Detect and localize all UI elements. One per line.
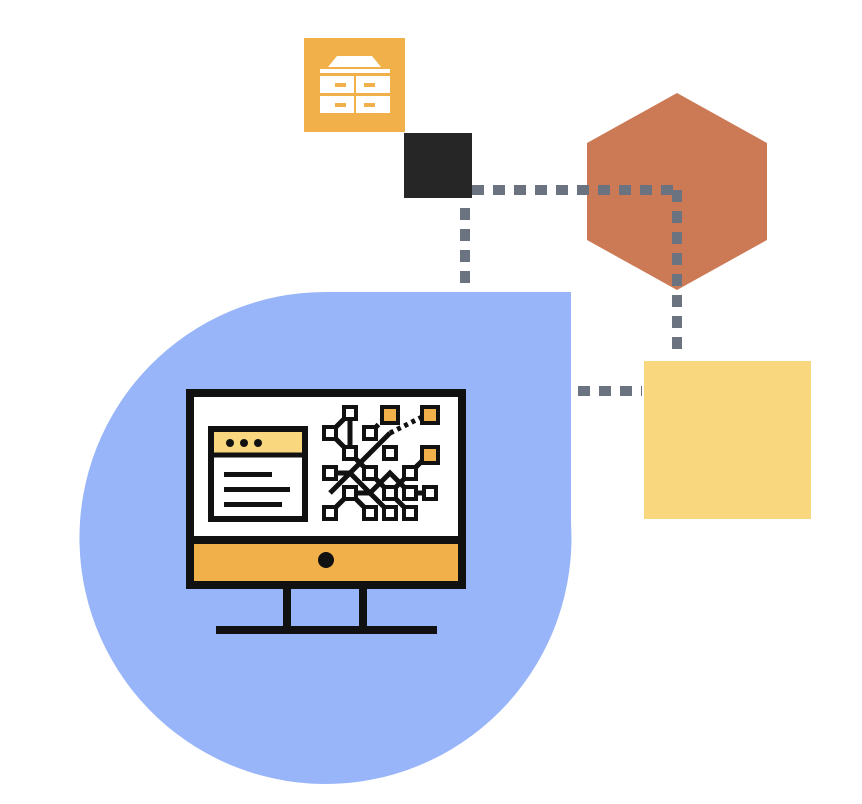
monitor-network-icon	[186, 389, 466, 634]
network-nodes-highlight	[380, 405, 440, 465]
cabinet-drawer-handles	[335, 76, 375, 113]
window-dot-3	[254, 439, 262, 447]
text-line-3	[224, 502, 282, 507]
cabinet-node	[304, 38, 405, 132]
window-dot-1	[226, 439, 234, 447]
monitor-base	[216, 626, 437, 634]
monitor-stand-right	[359, 585, 367, 629]
text-line-2	[224, 487, 290, 492]
network-nodes-plain	[322, 405, 438, 521]
hub-node	[404, 133, 472, 198]
connectors-overlay	[472, 185, 682, 358]
power-button	[318, 552, 334, 568]
browser-window	[208, 426, 308, 522]
network-graph	[322, 405, 440, 521]
text-line-1	[224, 472, 272, 477]
yellow-square-node	[644, 361, 811, 519]
monitor-stand-left	[283, 585, 291, 629]
window-dot-2	[240, 439, 248, 447]
